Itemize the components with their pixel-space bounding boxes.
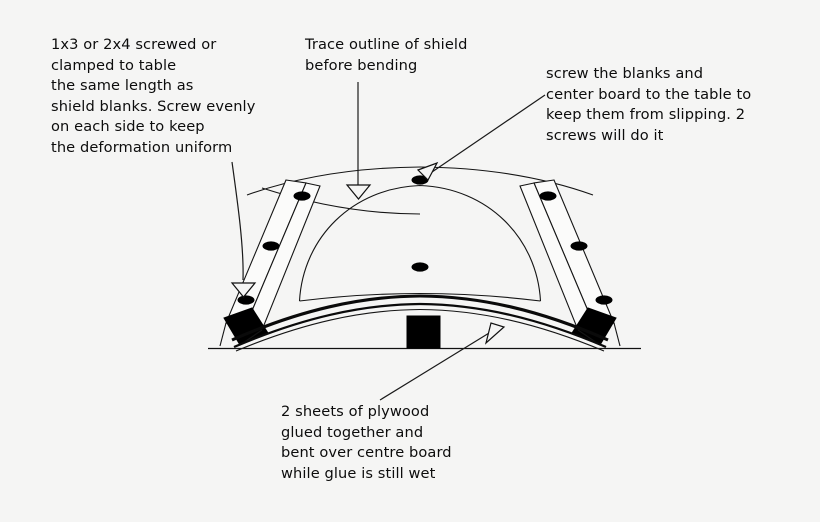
plywood-laminate — [231, 294, 609, 352]
leader-screw-blanks — [416, 94, 546, 181]
screw-dot — [237, 295, 255, 305]
screw-dot — [570, 241, 588, 251]
shield-dome-outline — [298, 184, 542, 302]
annotation-plywood: 2 sheets of plywood glued together and b… — [281, 403, 452, 482]
screw-dot — [262, 241, 280, 251]
leader-clamp-board — [230, 161, 257, 298]
annotation-screw-blanks: screw the blanks and center board to the… — [546, 65, 752, 144]
centre-board — [406, 315, 441, 349]
annotation-clamp-board: 1x3 or 2x4 screwed or clamped to table t… — [51, 36, 256, 156]
shield-blank-outline — [246, 166, 594, 215]
screw-dot — [539, 191, 557, 201]
leader-plywood — [379, 322, 506, 401]
screw-dot-middle — [411, 262, 429, 272]
screw-dot — [595, 295, 613, 305]
right-clamp-board — [519, 179, 621, 347]
screw-dot-apex — [411, 175, 429, 185]
leader-trace-outline — [345, 82, 372, 200]
screw-dot — [293, 191, 311, 201]
annotation-trace-outline: Trace outline of shield before bending — [305, 36, 468, 74]
